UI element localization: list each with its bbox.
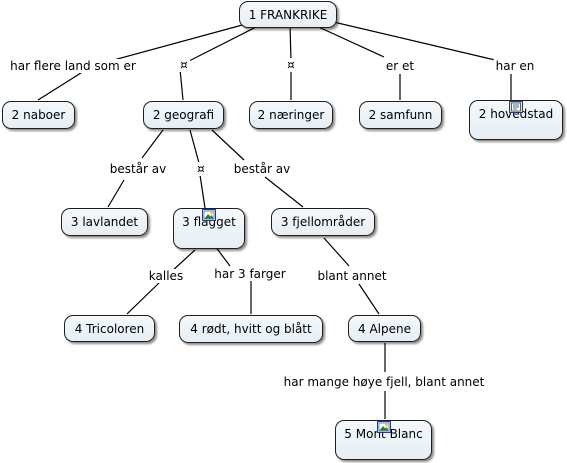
concept-node-tricoloren[interactable]: 4 Tricoloren [64, 315, 155, 342]
link-label-er-et: er et [383, 59, 417, 73]
image-icon[interactable] [202, 209, 216, 221]
node-label: 3 lavlandet [70, 215, 139, 229]
concept-node-naboer[interactable]: 2 naboer [2, 101, 75, 129]
node-label: 4 rødt, hvitt og blått [190, 322, 312, 336]
node-label: 3 flagget [182, 215, 236, 229]
concept-node-geografi[interactable]: 2 geografi [143, 101, 224, 129]
concept-node-fjellomrader[interactable]: 3 fjellområder [271, 208, 375, 236]
image-icon[interactable] [376, 421, 391, 433]
link-label-har-3-farger: har 3 farger [212, 267, 288, 281]
concept-node-hovedstad[interactable]: 2 hovedstad [469, 100, 563, 140]
link-label-har-flere-land: har flere land som er [8, 59, 138, 73]
concept-node-farger[interactable]: 4 rødt, hvitt og blått [179, 315, 323, 343]
node-label: 3 fjellområder [280, 215, 366, 229]
concept-node-alpene[interactable]: 4 Alpene [348, 315, 421, 342]
document-icon[interactable] [509, 101, 523, 113]
concept-node-mont-blanc[interactable]: 5 Mont Blanc [335, 420, 432, 460]
link-label-symbol: ¤ [178, 58, 190, 72]
link-label-blant-annet: blant annet [315, 269, 389, 283]
node-label: 2 naboer [11, 108, 66, 122]
node-label: 5 Mont Blanc [344, 427, 423, 441]
node-label: 4 Alpene [358, 321, 411, 336]
node-label: 1 FRANKRIKE [248, 7, 328, 22]
concept-node-frankrike[interactable]: 1 FRANKRIKE [239, 1, 337, 28]
concept-node-samfunn[interactable]: 2 samfunn [359, 101, 442, 129]
link-label-bestar-av: består av [231, 162, 293, 176]
link-label-symbol: ¤ [195, 162, 207, 176]
node-label: 4 Tricoloren [74, 321, 145, 336]
node-label: 2 samfunn [368, 108, 433, 122]
concept-node-naeringer[interactable]: 2 næringer [249, 101, 333, 129]
node-label: 2 næringer [257, 108, 325, 122]
node-label: 2 hovedstad [478, 107, 554, 121]
link-label-bestar-av: består av [107, 162, 169, 176]
node-label: 2 geografi [152, 108, 215, 122]
link-label-har-en: har en [493, 59, 537, 73]
link-label-symbol: ¤ [285, 58, 297, 72]
link-label-hoye-fjell: har mange høye fjell, blant annet [281, 375, 487, 389]
concept-node-lavlandet[interactable]: 3 lavlandet [61, 208, 148, 236]
concept-node-flagget[interactable]: 3 flagget [173, 208, 245, 249]
link-label-kalles: kalles [146, 269, 186, 283]
